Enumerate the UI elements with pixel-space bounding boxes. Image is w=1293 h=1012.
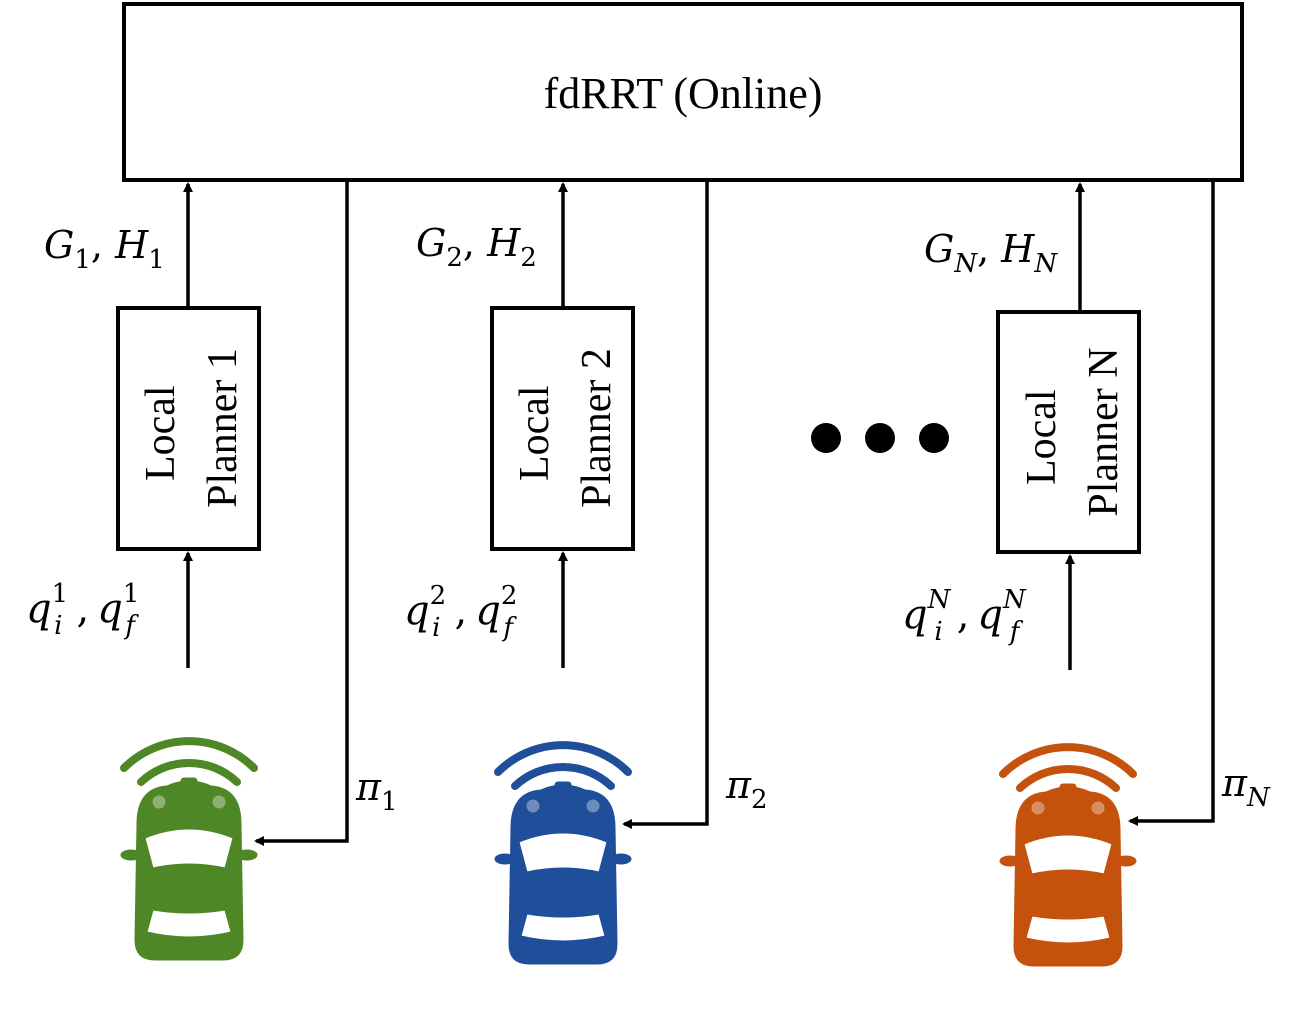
local-planner-n-box xyxy=(996,310,1141,554)
ellipsis-dot xyxy=(919,423,949,453)
ellipsis-dot xyxy=(811,423,841,453)
local-planner-n-line2: Planner N xyxy=(1081,347,1127,516)
local-planner-1-line1: Local xyxy=(138,385,184,481)
agent-2-car-icon xyxy=(495,745,631,964)
agent-n-output-label: GN, HN xyxy=(924,227,1058,279)
local-planner-2-label: Local Planner 2 xyxy=(512,348,620,508)
fdrrt-title: fdRRT (Online) xyxy=(544,69,823,118)
ellipsis-dots xyxy=(811,423,949,453)
agent-n-policy-label: πN xyxy=(1221,761,1271,813)
agent-2-output-label: G2, H2 xyxy=(416,221,537,273)
local-planner-1-label: Local Planner 1 xyxy=(138,348,246,508)
fdrrt-box xyxy=(122,2,1244,182)
agent-1-policy-label: π1 xyxy=(355,765,398,817)
agent-2-policy-label: π2 xyxy=(725,763,768,815)
local-planner-n-label: Local Planner N xyxy=(1019,347,1127,516)
agent-n-policy-arrow xyxy=(1128,180,1215,826)
agent-n-car-icon xyxy=(1000,747,1136,966)
agent-1-policy-arrow xyxy=(254,180,349,846)
agent-1-output-label: G1, H1 xyxy=(44,223,165,275)
local-planner-2-line2: Planner 2 xyxy=(574,348,620,508)
local-planner-2-line1: Local xyxy=(512,385,558,481)
agent-2-policy-arrow xyxy=(622,180,709,829)
ellipsis-dot xyxy=(865,423,895,453)
agent-1-car-icon xyxy=(121,741,257,960)
local-planner-n-line1: Local xyxy=(1019,389,1065,485)
local-planner-1-line2: Planner 1 xyxy=(200,348,246,508)
